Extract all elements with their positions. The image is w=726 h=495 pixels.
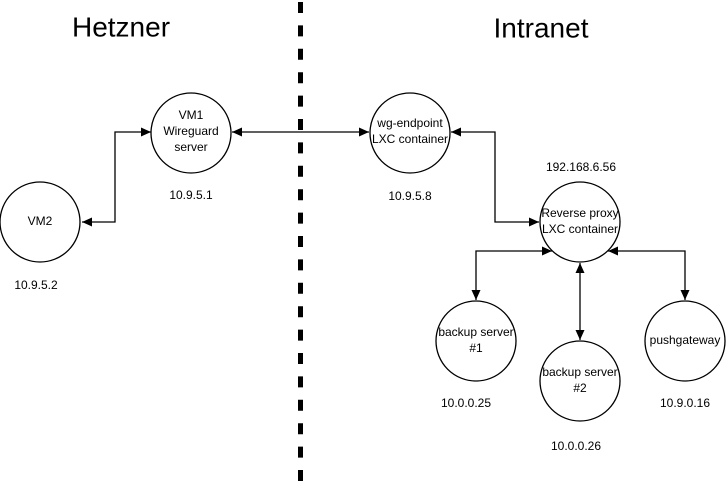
node-vm2-label: VM2 — [27, 214, 53, 229]
edge-vm1-vm2 — [82, 127, 151, 227]
edge-wg-endpoint-reverse-proxy — [451, 127, 539, 227]
node-reverse-proxy-circle — [539, 181, 621, 263]
node-pushgateway-label: pushgateway — [649, 333, 721, 348]
node-vm2-circle — [0, 181, 81, 263]
node-backup-server-2-label: backup server #2 — [542, 365, 618, 395]
node-wg-endpoint-ip: 10.9.5.8 — [388, 188, 432, 203]
node-vm1-circle — [150, 92, 232, 174]
node-backup-server-1-circle — [435, 300, 517, 382]
node-backup-server-2-circle — [539, 340, 621, 422]
section-title-hetzner: Hetzner — [71, 11, 171, 43]
node-pushgateway-circle — [644, 300, 726, 382]
node-reverse-proxy-label: Reverse proxy LXC container — [541, 206, 619, 236]
node-backup-server-2-ip: 10.0.0.26 — [550, 438, 602, 453]
edge-reverse-proxy-pushgateway — [608, 246, 690, 300]
section-title-intranet: Intranet — [493, 12, 589, 44]
node-backup-server-1-ip: 10.0.0.25 — [440, 395, 492, 410]
node-vm1-ip: 10.9.5.1 — [169, 187, 213, 202]
node-wg-endpoint-label: wg-endpoint LXC container — [371, 116, 449, 146]
node-vm2-ip: 10.9.5.2 — [14, 277, 58, 292]
node-vm1-label: VM1 Wireguard server — [163, 108, 219, 154]
node-wg-endpoint-circle — [369, 92, 451, 174]
node-pushgateway-ip: 10.9.0.16 — [659, 395, 711, 410]
node-reverse-proxy-ip: 192.168.6.56 — [545, 159, 617, 174]
edge-reverse-proxy-backup-server-1 — [471, 246, 552, 300]
node-backup-server-1-label: backup server #1 — [438, 325, 514, 355]
